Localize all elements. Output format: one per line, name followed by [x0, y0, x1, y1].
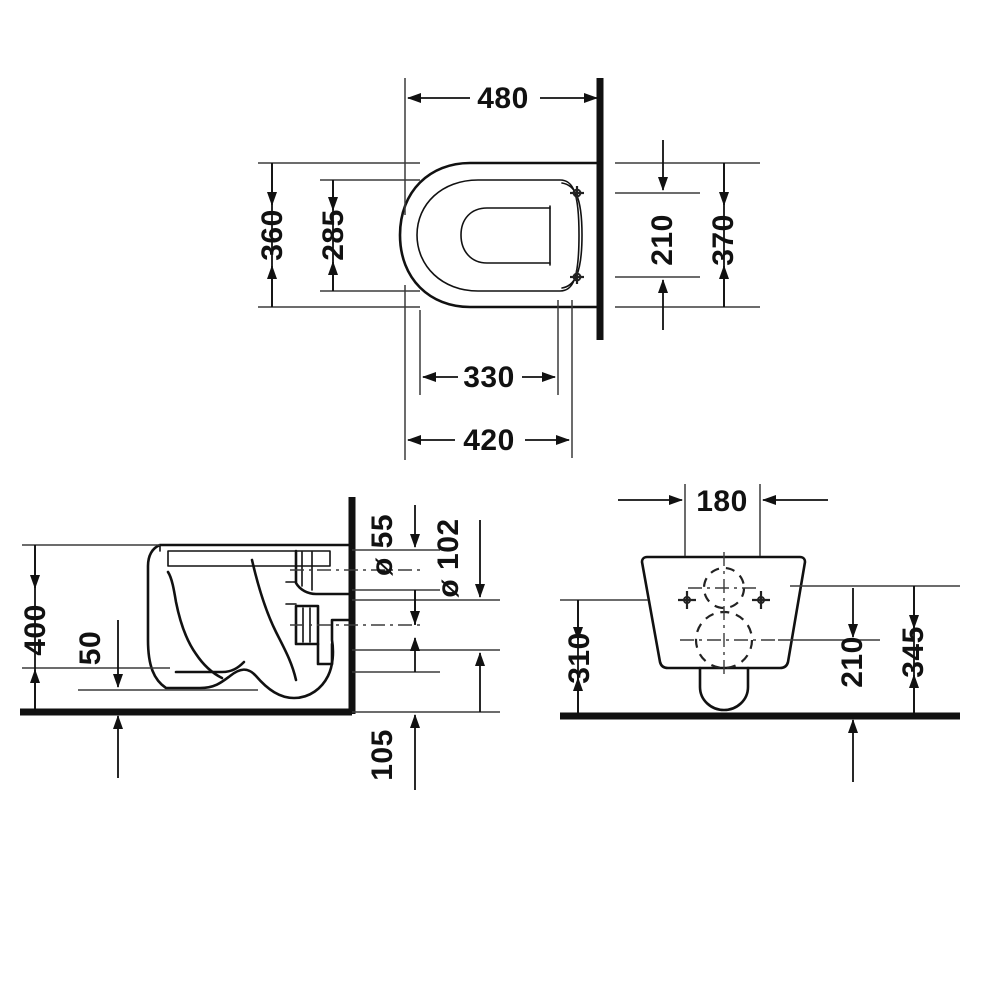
side-dim-400-label: 400: [19, 604, 52, 656]
front-dim-210-label: 210: [836, 636, 869, 688]
side-bowl-inner-right: [250, 558, 298, 682]
plan-seat-lip: [561, 182, 583, 289]
side-rim-band: [167, 550, 331, 567]
plan-dim-330-label: 330: [463, 361, 515, 394]
front-outlet-nub: [698, 666, 750, 712]
side-dim-d102-label: ø 102: [432, 518, 465, 597]
plan-dim-420-label: 420: [463, 424, 515, 457]
side-dim-d55-label: ø 55: [366, 514, 399, 576]
front-dim-310-label: 310: [563, 632, 596, 684]
side-outlet-upper: [294, 549, 354, 596]
side-dim-105-label: 105: [366, 729, 399, 781]
front-bolt-right: [752, 591, 770, 609]
front-bolt-left: [678, 591, 696, 609]
plan-dim-210-label: 210: [646, 214, 679, 266]
front-dim-345-label: 345: [897, 626, 930, 678]
plan-dim-480-label: 480: [477, 82, 529, 115]
side-outlet-upper-hatch: [301, 551, 313, 591]
side-outlet-foot: [316, 642, 334, 666]
plan-bolt-upper: [570, 186, 584, 200]
front-body-outline: [640, 555, 807, 670]
plan-bolt-lower: [570, 270, 584, 284]
side-bowl-inner-left: [166, 570, 224, 680]
side-outlet-lower-hatch: [302, 607, 311, 643]
front-view-group: 180 310 210 345: [560, 484, 960, 782]
side-view-group: 400 50 ø 55 ø 102 105: [19, 497, 500, 790]
plan-dim-285-label: 285: [317, 209, 350, 261]
side-outlet-ticks: [285, 581, 297, 605]
side-dim-50-label: 50: [74, 631, 107, 665]
plan-body-outline: [398, 161, 602, 309]
side-body-outline: [146, 543, 354, 700]
plan-dim-360-label: 360: [256, 209, 289, 261]
plan-dim-370-label: 370: [707, 214, 740, 266]
plan-seat-outer: [416, 179, 580, 292]
plan-view-group: 480 360 285 210 370 330 420: [256, 78, 760, 460]
front-dim-180-label: 180: [696, 485, 748, 518]
side-trap-contour: [174, 660, 246, 674]
plan-bowl-opening: [460, 207, 551, 264]
